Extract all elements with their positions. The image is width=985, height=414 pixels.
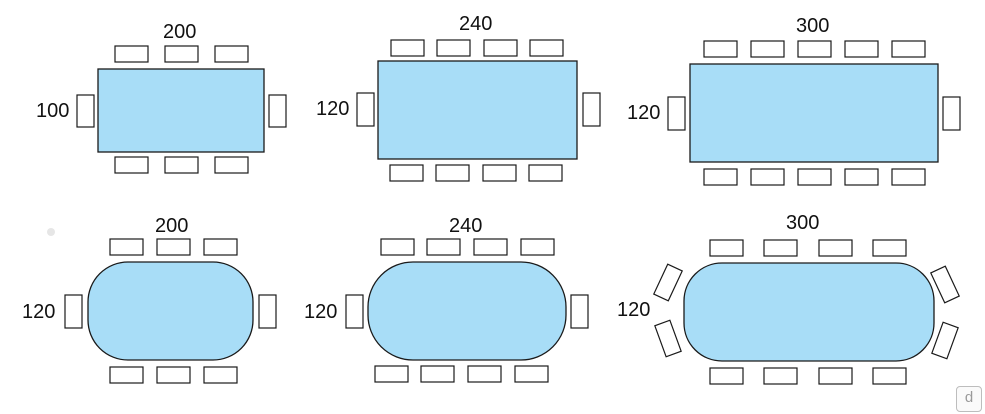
length-label-1: 200 [163, 21, 197, 43]
length-label-4: 200 [155, 215, 189, 237]
chair-bottom-4-2 [156, 366, 191, 384]
chair-end-right-4 [258, 294, 277, 329]
chair-end-right-3 [942, 96, 961, 131]
chair-bottom-3-5 [891, 168, 926, 186]
length-label-3: 300 [796, 15, 830, 37]
chair-top-6-1 [709, 239, 744, 257]
chair-top-1-1 [114, 45, 149, 63]
chair-bottom-1-3 [214, 156, 249, 174]
width-label-5: 120 [304, 301, 338, 323]
chair-end-left-6-2 [654, 319, 682, 358]
chair-bottom-2-3 [482, 164, 517, 182]
chair-top-4-2 [156, 238, 191, 256]
width-label-1: 100 [36, 100, 70, 122]
chair-end-right-1 [268, 94, 287, 128]
chair-bottom-5-2 [420, 365, 455, 383]
chair-bottom-6-4 [872, 367, 907, 385]
chair-end-left-1 [76, 94, 95, 128]
chair-bottom-2-1 [389, 164, 424, 182]
site-logo-icon: d [956, 386, 982, 412]
decorative-dot [47, 228, 55, 236]
chair-top-3-1 [703, 40, 738, 58]
chair-top-5-1 [380, 238, 415, 256]
chair-bottom-5-1 [374, 365, 409, 383]
chair-top-6-2 [763, 239, 798, 257]
chair-end-left-4 [64, 294, 83, 329]
chair-bottom-6-2 [763, 367, 798, 385]
length-label-5: 240 [449, 215, 483, 237]
table-4 [87, 261, 254, 361]
chair-bottom-4-1 [109, 366, 144, 384]
table-6 [683, 262, 935, 362]
chair-top-5-3 [473, 238, 508, 256]
table-2 [377, 60, 578, 160]
chair-bottom-3-2 [750, 168, 785, 186]
chair-top-3-5 [891, 40, 926, 58]
chair-top-1-3 [214, 45, 249, 63]
chair-end-left-2 [356, 92, 375, 127]
chair-bottom-3-4 [844, 168, 879, 186]
chair-top-2-3 [483, 39, 518, 57]
chair-end-right-6-2 [931, 321, 959, 360]
chair-top-3-3 [797, 40, 832, 58]
chair-end-right-6-1 [929, 265, 961, 304]
chair-bottom-1-1 [114, 156, 149, 174]
chair-top-1-2 [164, 45, 199, 63]
chair-bottom-3-1 [703, 168, 738, 186]
chair-top-4-1 [109, 238, 144, 256]
chair-top-2-2 [436, 39, 471, 57]
chair-bottom-1-2 [164, 156, 199, 174]
table-1 [97, 68, 265, 153]
chair-bottom-6-1 [709, 367, 744, 385]
chair-bottom-6-3 [818, 367, 853, 385]
chair-top-4-3 [203, 238, 238, 256]
chair-bottom-5-3 [467, 365, 502, 383]
width-label-3: 120 [627, 102, 661, 124]
length-label-2: 240 [459, 13, 493, 35]
chair-top-6-4 [872, 239, 907, 257]
width-label-6: 120 [617, 299, 651, 321]
chair-end-right-2 [582, 92, 601, 127]
chair-bottom-2-4 [528, 164, 563, 182]
width-label-2: 120 [316, 98, 350, 120]
chair-bottom-5-4 [514, 365, 549, 383]
length-label-6: 300 [786, 212, 820, 234]
chair-end-left-3 [667, 96, 686, 131]
chair-top-2-1 [390, 39, 425, 57]
width-label-4: 120 [22, 301, 56, 323]
chair-top-5-2 [426, 238, 461, 256]
chair-bottom-4-3 [203, 366, 238, 384]
chair-top-6-3 [818, 239, 853, 257]
table-3 [689, 63, 939, 163]
chair-top-5-4 [520, 238, 555, 256]
chair-end-left-6-1 [652, 263, 684, 302]
chair-end-right-5 [570, 294, 589, 329]
chair-top-3-2 [750, 40, 785, 58]
chair-bottom-3-3 [797, 168, 832, 186]
chair-top-2-4 [529, 39, 564, 57]
table-5 [367, 261, 567, 361]
chair-top-3-4 [844, 40, 879, 58]
chair-end-left-5 [345, 294, 364, 329]
chair-bottom-2-2 [435, 164, 470, 182]
